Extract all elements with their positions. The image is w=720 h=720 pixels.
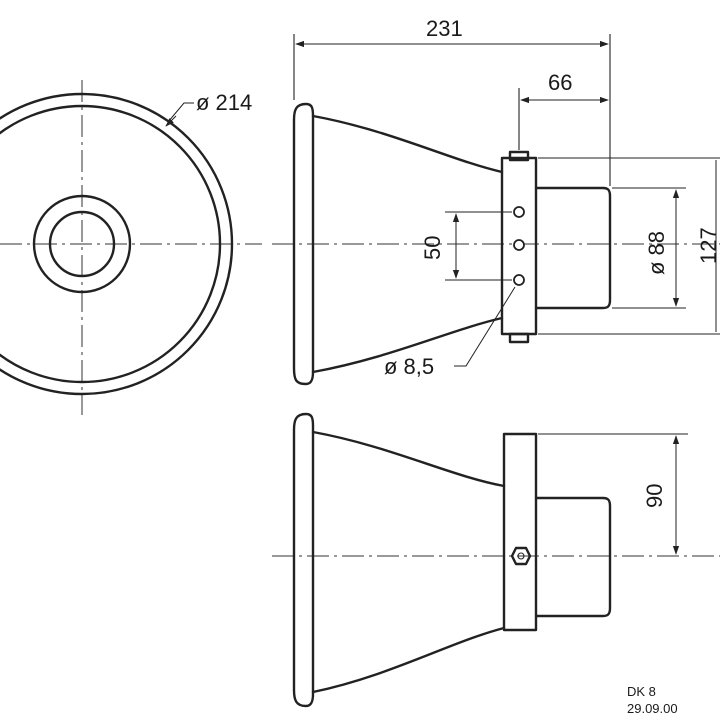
bracket-hole-3 bbox=[513, 274, 525, 286]
bracket-height-label: 127 bbox=[696, 227, 720, 264]
drawing-id: DK 8 bbox=[627, 684, 656, 699]
front-throat-outer bbox=[32, 194, 132, 294]
drawing-date: 29.09.00 bbox=[627, 701, 678, 716]
side-horn-bell bbox=[311, 430, 506, 488]
side-mounting-bracket bbox=[502, 432, 538, 632]
front-view bbox=[0, 80, 262, 415]
top-horn-bell bbox=[311, 114, 504, 174]
side-horn-rim bbox=[292, 412, 315, 708]
bracket-hole-1 bbox=[513, 206, 525, 218]
front-outer-rim bbox=[0, 92, 234, 396]
overall-length-label: 231 bbox=[426, 16, 463, 41]
front-throat-inner bbox=[48, 210, 116, 278]
front-diameter-label: ø 214 bbox=[196, 90, 252, 115]
hole-spacing-label: 50 bbox=[420, 236, 445, 260]
side-hex-bolt bbox=[510, 546, 532, 566]
side-height-label: 90 bbox=[642, 484, 667, 508]
front-inner-rim bbox=[0, 104, 222, 384]
top-horn-rim bbox=[292, 102, 315, 386]
bracket-hole-2 bbox=[513, 239, 525, 251]
driver-length-label: 66 bbox=[548, 70, 572, 95]
driver-diameter-label: ø 88 bbox=[644, 231, 669, 275]
top-view bbox=[272, 102, 720, 386]
top-driver-body bbox=[534, 186, 612, 310]
side-view bbox=[272, 412, 720, 708]
hole-diameter-label: ø 8,5 bbox=[384, 354, 434, 379]
side-driver-body bbox=[534, 496, 612, 618]
